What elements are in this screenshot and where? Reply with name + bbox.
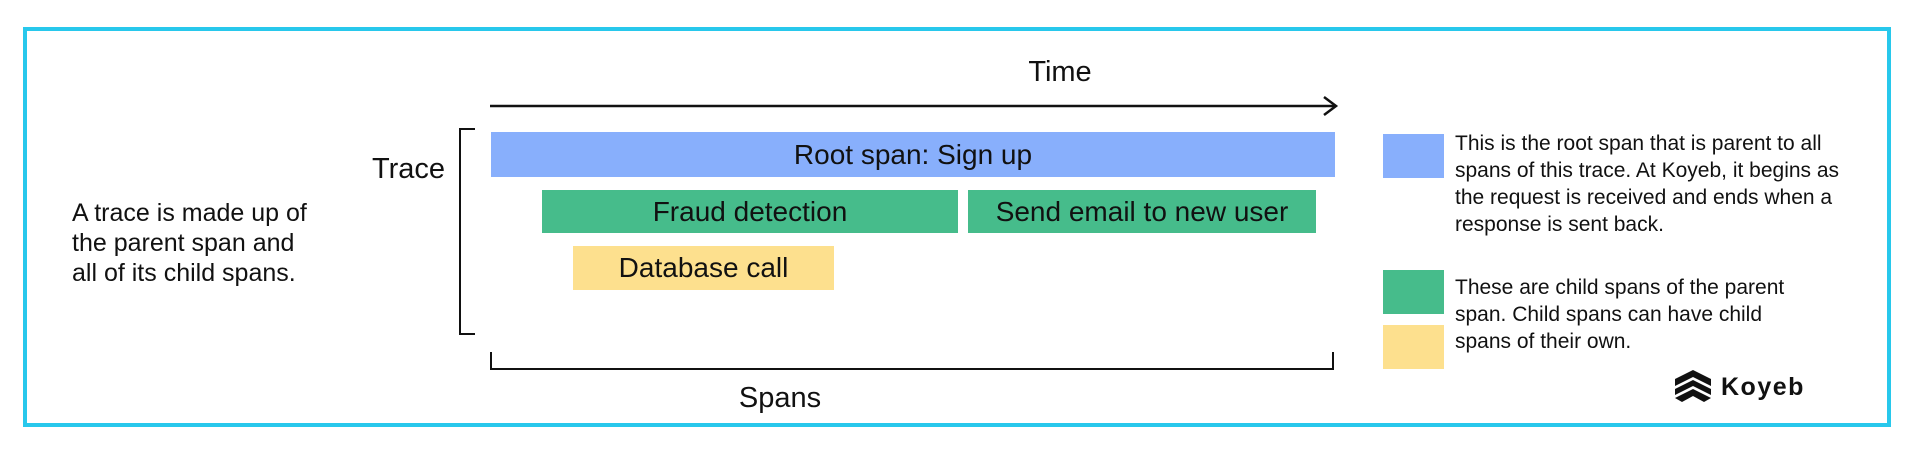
legend-child-line-3: spans of their own. bbox=[1455, 330, 1632, 353]
intro-line-3: all of its child spans. bbox=[72, 259, 296, 287]
legend-child-text: These are child spans of the parent span… bbox=[1455, 274, 1875, 355]
send-email-span-bar: Send email to new user bbox=[968, 190, 1316, 233]
diagram-frame bbox=[23, 27, 1891, 427]
legend-child-line-1: These are child spans of the parent bbox=[1455, 276, 1785, 299]
spans-bracket bbox=[490, 352, 1334, 370]
trace-label: Trace bbox=[372, 153, 446, 185]
time-label: Time bbox=[1028, 56, 1092, 88]
legend-child-swatch bbox=[1383, 270, 1444, 314]
legend-root-text: This is the root span that is parent to … bbox=[1455, 130, 1875, 238]
time-arrow bbox=[490, 96, 1339, 116]
koyeb-logo-icon bbox=[1675, 370, 1711, 402]
legend-root-line-3: the request is received and ends when a bbox=[1455, 186, 1833, 209]
database-call-span-label: Database call bbox=[618, 252, 789, 283]
database-call-span-bar: Database call bbox=[573, 246, 834, 290]
koyeb-logo-text: Koyeb bbox=[1721, 372, 1805, 401]
root-span-label: Root span: Sign up bbox=[793, 138, 1033, 170]
intro-text: A trace is made up of the parent span an… bbox=[72, 198, 362, 288]
legend-root-line-4: response is sent back. bbox=[1455, 213, 1664, 236]
legend-grandchild-swatch bbox=[1383, 325, 1444, 369]
fraud-detection-span-label: Fraud detection bbox=[652, 195, 848, 227]
spans-label: Spans bbox=[738, 382, 822, 414]
legend-root-swatch bbox=[1383, 134, 1444, 178]
legend-child-line-2: span. Child spans can have child bbox=[1455, 303, 1763, 326]
trace-bracket bbox=[459, 128, 475, 335]
fraud-detection-span-bar: Fraud detection bbox=[542, 190, 958, 233]
koyeb-logo: Koyeb bbox=[1675, 370, 1805, 404]
legend-root-line-1: This is the root span that is parent to … bbox=[1455, 132, 1822, 155]
root-span-bar: Root span: Sign up bbox=[491, 132, 1335, 177]
intro-line-1: A trace is made up of bbox=[72, 199, 307, 227]
intro-line-2: the parent span and bbox=[72, 229, 295, 257]
legend-root-line-2: spans of this trace. At Koyeb, it begins… bbox=[1455, 159, 1840, 182]
send-email-span-label: Send email to new user bbox=[995, 195, 1289, 227]
